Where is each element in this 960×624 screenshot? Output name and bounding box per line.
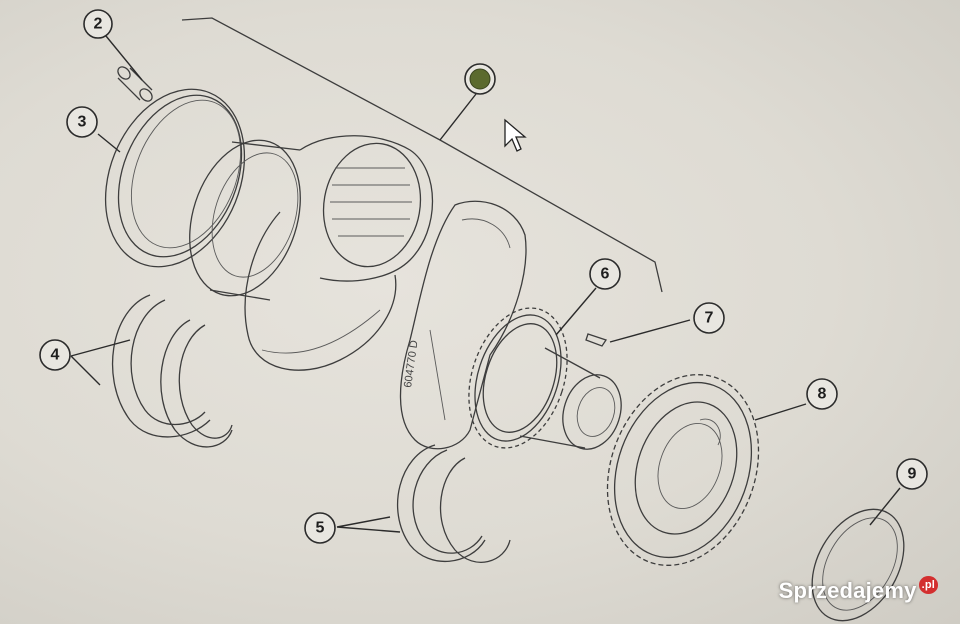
part-bearing-shells-lower bbox=[396, 444, 511, 563]
callout-label: 7 bbox=[705, 310, 714, 327]
part-dowel-pin bbox=[117, 66, 153, 102]
watermark-brand: Sprzedajemy bbox=[778, 578, 917, 603]
callout-label: 9 bbox=[908, 466, 917, 483]
callout-label: 6 bbox=[601, 266, 610, 283]
callout-9[interactable]: 9 bbox=[896, 458, 928, 490]
leader-9 bbox=[869, 487, 901, 526]
part-large-gear bbox=[606, 374, 760, 566]
leader-1 bbox=[439, 93, 477, 141]
part-crankshaft-front bbox=[189, 135, 434, 371]
leader-6 bbox=[555, 287, 597, 336]
callout-3[interactable]: 3 bbox=[66, 106, 98, 138]
callout-label: 5 bbox=[316, 520, 325, 537]
leader-4 bbox=[70, 339, 131, 386]
callout-7[interactable]: 7 bbox=[693, 302, 725, 334]
callout-label: 4 bbox=[51, 347, 60, 364]
part-crank-gear bbox=[468, 307, 622, 450]
callout-1-selected[interactable] bbox=[464, 63, 496, 95]
callout-label: 2 bbox=[94, 16, 103, 33]
part-seal-ring bbox=[104, 88, 246, 268]
part-crankshaft-rear: 604770 D bbox=[399, 200, 527, 450]
leader-2 bbox=[105, 35, 143, 81]
part-rear-seal bbox=[811, 508, 905, 622]
leader-8 bbox=[754, 403, 807, 421]
callout-6[interactable]: 6 bbox=[589, 258, 621, 290]
callout-4[interactable]: 4 bbox=[39, 339, 71, 371]
callout-label: 3 bbox=[78, 114, 87, 131]
callout-label: 8 bbox=[818, 386, 827, 403]
assembly-outline bbox=[181, 17, 663, 293]
mouse-pointer-icon bbox=[504, 118, 527, 152]
leader-5 bbox=[336, 516, 401, 533]
callout-2[interactable]: 2 bbox=[83, 9, 113, 39]
part-key bbox=[585, 333, 608, 347]
callout-8[interactable]: 8 bbox=[806, 378, 838, 410]
part-bearing-shells-upper bbox=[111, 294, 233, 448]
stamped-mark: 604770 D bbox=[402, 339, 421, 388]
watermark-logo: Sprzedajemy.pl bbox=[778, 576, 938, 604]
watermark-tld-badge: .pl bbox=[918, 576, 938, 594]
leader-7 bbox=[609, 319, 691, 343]
callout-5[interactable]: 5 bbox=[304, 512, 336, 544]
leader-3 bbox=[97, 133, 121, 153]
